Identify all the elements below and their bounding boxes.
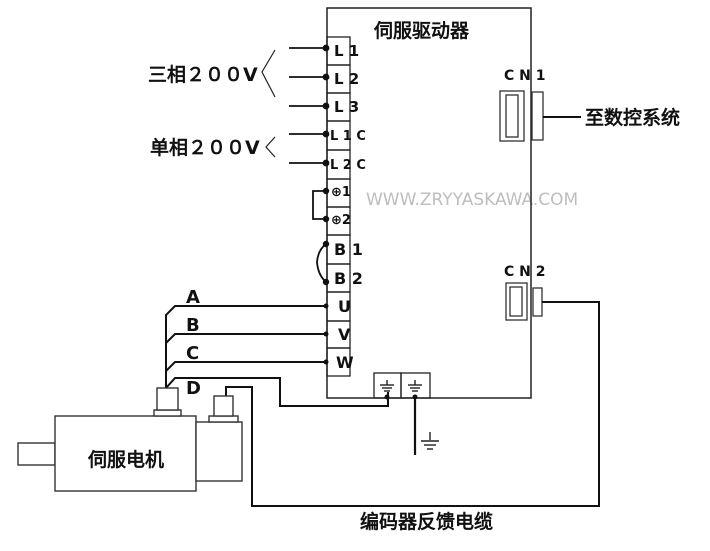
motor-shaft (17, 442, 56, 466)
cn1-label: C N 1 (504, 68, 545, 84)
terminal-plus2: ⊕2 (331, 213, 351, 228)
earth-ground-icon (421, 432, 439, 450)
driver-title: 伺服驱动器 (373, 20, 470, 42)
encoder-connector-base (208, 415, 239, 423)
single-phase-label: 单相２００V (150, 136, 260, 159)
encoder-housing (195, 421, 243, 482)
cn1-connector (499, 90, 544, 142)
terminal-w: W (336, 353, 354, 372)
power-connector (156, 387, 179, 411)
ground-terminals (373, 372, 431, 399)
encoder-connector (213, 395, 234, 417)
terminal-l2c: L 2 C (330, 158, 366, 173)
wire-label-d: D (186, 378, 201, 399)
terminal-plus1: ⊕1 (331, 185, 351, 200)
ground-icon (408, 380, 422, 392)
ground-icon (380, 380, 394, 392)
cn1-target-label: 至数控系统 (585, 106, 680, 129)
cn2-connector (505, 282, 543, 321)
servo-motor (17, 387, 243, 492)
power-connector-base (153, 409, 182, 417)
terminal-l3: L 3 (334, 98, 359, 116)
wire-label-c: C (186, 343, 199, 364)
wire-label-a: A (186, 287, 200, 308)
motor-body (54, 415, 197, 492)
terminal-u: U (338, 297, 351, 316)
terminal-l1: L 1 (334, 42, 359, 60)
motor-power-wires (165, 305, 389, 407)
terminal-v: V (338, 325, 351, 344)
watermark: WWW.ZRYYASKAWA.COM (366, 190, 578, 210)
wire-label-b: B (186, 315, 200, 336)
phase-brace (261, 49, 276, 158)
three-phase-label: 三相２００V (148, 64, 258, 86)
cn2-label: C N 2 (504, 264, 545, 280)
motor-label: 伺服电机 (87, 448, 164, 471)
jumper-b (316, 240, 330, 286)
power-input-wires (289, 44, 330, 167)
terminal-b2: B 2 (334, 269, 363, 288)
encoder-cable (225, 301, 600, 507)
terminal-l2: L 2 (334, 70, 359, 88)
terminal-l1c: L 1 C (330, 129, 366, 144)
jumper-plus (312, 187, 330, 223)
terminal-b1: B 1 (334, 240, 363, 259)
encoder-cable-label: 编码器反馈电缆 (360, 510, 493, 533)
